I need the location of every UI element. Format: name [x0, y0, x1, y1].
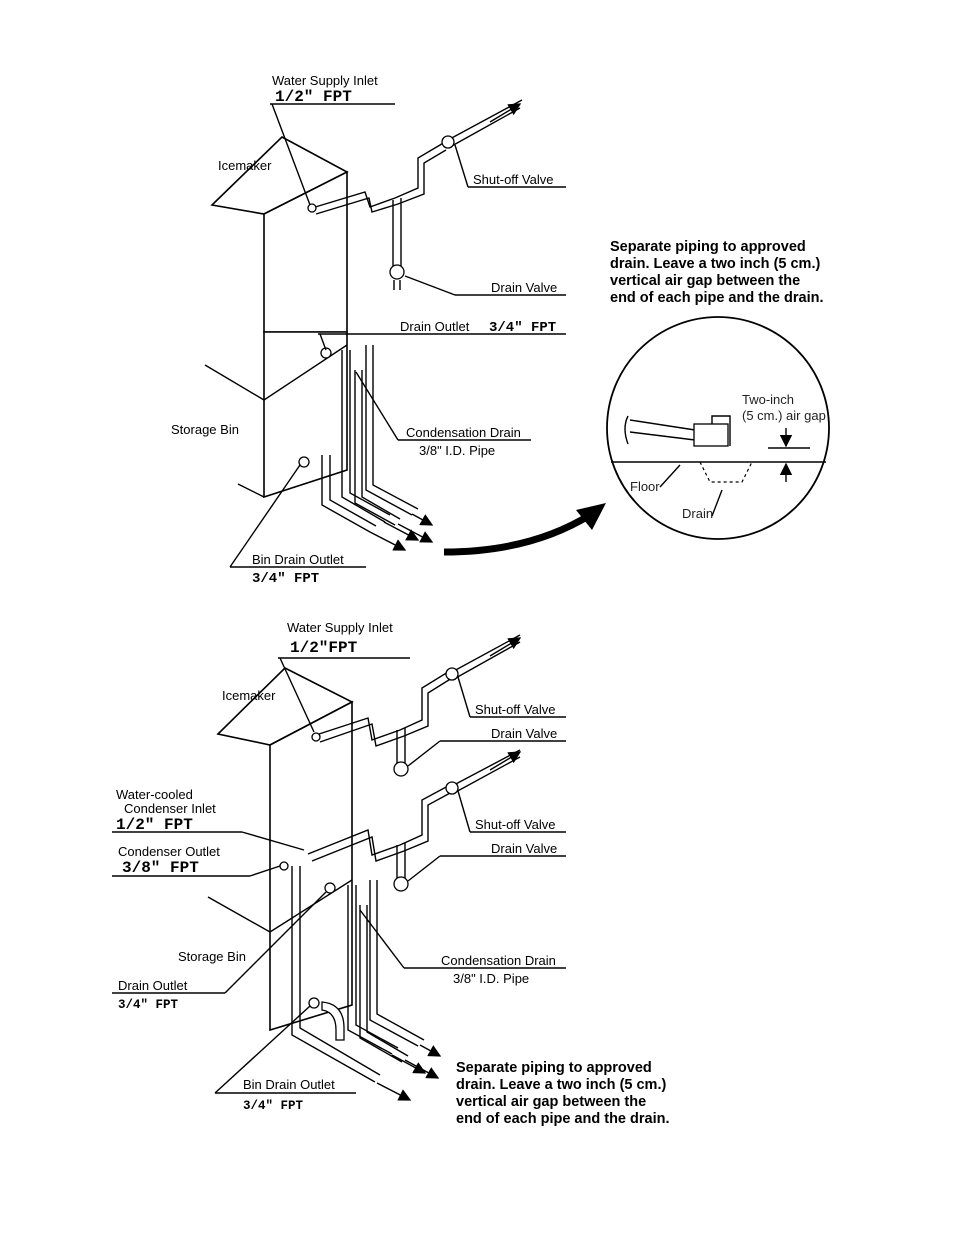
- note-bottom-line-1: Separate piping to approved: [456, 1060, 652, 1076]
- note-bottom-line-3: vertical air gap between the: [456, 1094, 646, 1110]
- note-top-line-1: Separate piping to approved: [610, 239, 806, 255]
- condenser-outlet-label: Condenser Outlet: [118, 844, 220, 859]
- condenser-inlet-size: 1/2" FPT: [116, 816, 193, 834]
- condenser-outlet-size: 3/8" FPT: [122, 859, 199, 877]
- water-supply-piping-top: [307, 99, 523, 290]
- detail-callout-arrowhead: [576, 503, 606, 530]
- drain-piping-bottom: [308, 880, 442, 1101]
- drain-valve-label-bottom-1: Drain Valve: [491, 726, 557, 741]
- note-bottom-line-4: end of each pipe and the drain.: [456, 1111, 670, 1127]
- drain-piping-top: [298, 345, 434, 551]
- note-top-line-3: vertical air gap between the: [610, 273, 800, 289]
- condenser-inlet-label-line-1: Water-cooled: [116, 787, 193, 802]
- bin-drain-size-bottom: 3/4" FPT: [243, 1099, 304, 1113]
- drain-label: Drain: [682, 506, 713, 521]
- shutoff-valve-label-bottom-2: Shut-off Valve: [475, 817, 555, 832]
- water-supply-inlet-label-bottom: Water Supply Inlet: [287, 620, 393, 635]
- shutoff-valve-top: [441, 135, 455, 149]
- water-supply-inlet-label-top: Water Supply Inlet: [272, 73, 378, 88]
- bin-drain-outlet-label-top: Bin Drain Outlet: [252, 552, 344, 567]
- condensation-drain-label-top: Condensation Drain: [406, 425, 521, 440]
- icemaker-cabinet-bottom: [207, 667, 354, 1032]
- note-top-line-4: end of each pipe and the drain.: [610, 290, 824, 306]
- air-gap-label-line-2: (5 cm.) air gap: [742, 408, 826, 423]
- detail-callout-arrow: [443, 512, 592, 556]
- air-gap-label-line-1: Two-inch: [742, 392, 794, 407]
- bottom-diagram: Water Supply Inlet 1/2"FPT Icemaker Shut…: [112, 620, 670, 1127]
- note-bottom: Separate piping to approved drain. Leave…: [456, 1060, 670, 1127]
- icemaker-label-top: Icemaker: [218, 158, 272, 173]
- note-bottom-line-2: drain. Leave a two inch (5 cm.): [456, 1077, 666, 1093]
- storage-bin-label-top: Storage Bin: [171, 422, 239, 437]
- drain-valve-label-bottom-2: Drain Valve: [491, 841, 557, 856]
- condenser-inlet-label-line-2: Condenser Inlet: [124, 801, 216, 816]
- top-diagram: Water Supply Inlet 1/2" FPT Icemaker Shu…: [171, 73, 824, 587]
- drain-outlet-size-bottom: 3/4" FPT: [118, 998, 179, 1012]
- drain-outlet-label-bottom: Drain Outlet: [118, 978, 188, 993]
- water-inlet-fitting-top: [307, 203, 317, 213]
- icemaker-cabinet-top: [204, 136, 349, 499]
- shutoff-valve-label-top: Shut-off Valve: [473, 172, 553, 187]
- condensation-drain-label-bottom: Condensation Drain: [441, 953, 556, 968]
- condensation-drain-pipe-top: 3/8" I.D. Pipe: [419, 443, 495, 458]
- storage-bin-label-bottom: Storage Bin: [178, 949, 246, 964]
- drain-valve-label-top: Drain Valve: [491, 280, 557, 295]
- air-gap-detail: Two-inch (5 cm.) air gap Floor Drain: [606, 316, 830, 540]
- bin-drain-size-top: 3/4" FPT: [252, 571, 319, 587]
- water-supply-size-bottom: 1/2"FPT: [290, 639, 358, 657]
- shutoff-valve-label-bottom-1: Shut-off Valve: [475, 702, 555, 717]
- floor-label: Floor: [630, 479, 660, 494]
- water-supply-piping-bottom: [311, 634, 522, 777]
- drain-outlet-label-top: Drain Outlet: [400, 319, 470, 334]
- note-top: Separate piping to approved drain. Leave…: [610, 239, 824, 306]
- drain-outlet-size-top: 3/4" FPT: [489, 320, 556, 336]
- note-top-line-2: drain. Leave a two inch (5 cm.): [610, 256, 820, 272]
- water-supply-size-top: 1/2" FPT: [275, 88, 352, 106]
- bin-drain-outlet-label-bottom: Bin Drain Outlet: [243, 1077, 335, 1092]
- icemaker-label-bottom: Icemaker: [222, 688, 276, 703]
- leader-lines-bottom: [112, 657, 566, 1094]
- drain-valve-top: [389, 264, 405, 280]
- leader-lines-top: [229, 103, 566, 568]
- condensation-drain-pipe-bottom: 3/8" I.D. Pipe: [453, 971, 529, 986]
